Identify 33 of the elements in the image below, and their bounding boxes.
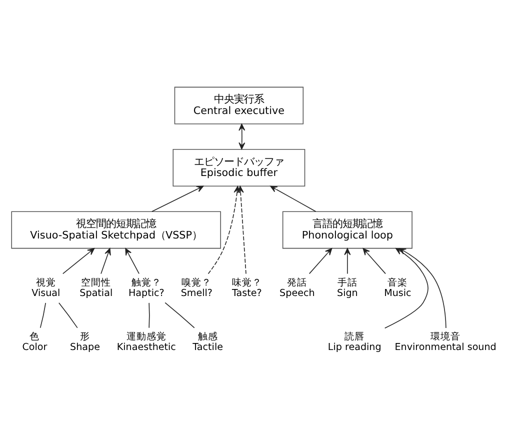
node-text: 空間性 Spatial — [80, 276, 113, 298]
node-text: 読唇 Lip reading — [328, 331, 382, 353]
arrow — [237, 185, 246, 274]
node-text: 触覚？ Haptic? — [128, 276, 164, 298]
connector — [148, 302, 150, 328]
node-text: 味覚？ Taste? — [232, 276, 262, 298]
arrow — [398, 248, 446, 328]
node-text: 触感 Tactile — [192, 331, 223, 353]
node-text: 運動感覚 Kinaesthetic — [116, 331, 176, 353]
connector — [58, 302, 78, 328]
arrow — [125, 248, 140, 274]
arrow — [344, 248, 351, 274]
node-box: 中央実行系 Central executive — [174, 86, 304, 124]
node-text: 環境音 Environmental sound — [394, 331, 496, 353]
arrow — [152, 185, 204, 212]
arrow — [270, 185, 316, 212]
connector — [164, 302, 195, 328]
arrow — [362, 248, 386, 274]
node-box: 言語的短期記憶 Phonological loop — [282, 210, 412, 248]
node-text: 音楽 Music — [384, 276, 412, 298]
node-box: エピソードバッファ Episodic buffer — [172, 148, 306, 186]
node-text: 手話 Sign — [337, 276, 358, 298]
node-box: 視空間的短期記憶 Visuo-Spatial Sketchpad（VSSP） — [11, 210, 221, 248]
arrow — [308, 248, 332, 274]
node-text: 色 Color — [22, 331, 48, 353]
node-text: 形 Shape — [70, 331, 100, 353]
arrow — [62, 248, 95, 274]
connector — [40, 302, 46, 328]
arrow — [100, 248, 111, 274]
node-text: 嗅覚？ Smell? — [180, 276, 213, 298]
arrow — [238, 123, 246, 149]
node-text: 視覚 Visual — [32, 276, 60, 298]
node-text: 発話 Speech — [280, 276, 315, 298]
